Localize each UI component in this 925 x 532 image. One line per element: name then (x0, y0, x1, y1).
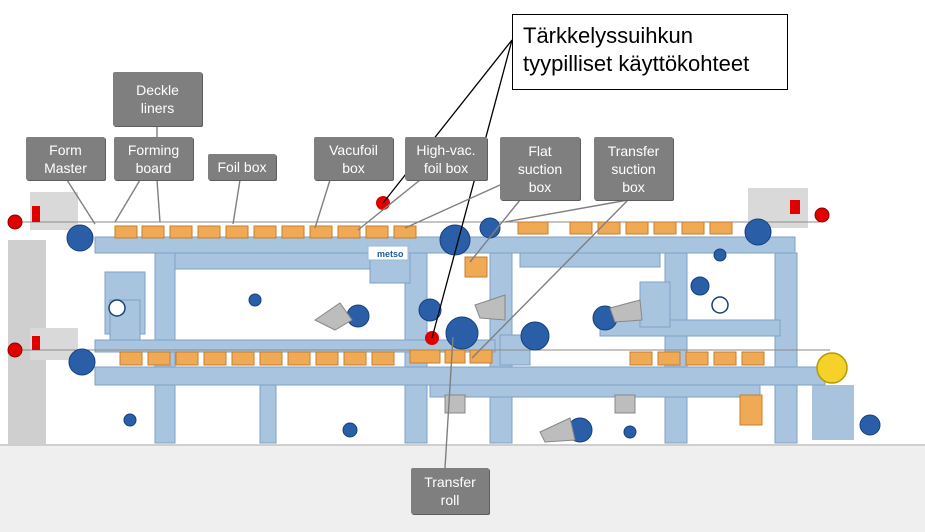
rolls (66, 217, 881, 443)
spray-usage-label: Tärkkelyssuihkun tyypilliset käyttökohte… (512, 14, 788, 90)
callout-flat-suction-box-line-2: suction (517, 160, 563, 177)
callout-vacufoil-box-line-1: Vacufoil (329, 141, 378, 158)
callout-deckle-liners-line-1: Deckle (136, 82, 179, 98)
red-headbox-parts (32, 200, 800, 350)
callout-forming-board: Forming board (114, 137, 193, 180)
end-rolls (7, 207, 830, 358)
guide-rolls (108, 296, 729, 317)
callout-form-master-line-1: Form (49, 141, 82, 158)
callout-transfer-suction-box-line-3: box (622, 178, 645, 195)
callout-foil-box: Foil box (208, 154, 276, 180)
callout-transfer-suction-box: Transfer suction box (594, 137, 673, 200)
metso-panel (367, 245, 409, 261)
callout-high-vac-foil-box: High-vac. foil box (405, 137, 487, 180)
spray-usage-label-line-2: tyypilliset käyttökohteet (523, 51, 750, 76)
callout-forming-board-line-1: Forming (127, 141, 180, 158)
callout-high-vac-foil-box-line-2: foil box (423, 159, 469, 176)
callout-deckle-liners: Deckle liners (113, 72, 202, 126)
right-end-unit (812, 385, 854, 440)
upper-foil-boxes (114, 221, 733, 278)
spray-usage-label-line-1: Tärkkelyssuihkun (523, 23, 693, 48)
middle-frame (104, 271, 781, 341)
callout-transfer-roll-line-1: Transfer (424, 474, 476, 490)
metso-logo: metso (377, 249, 404, 259)
callout-vacufoil-box: Vacufoil box (314, 137, 393, 180)
callout-vacufoil-box-line-2: box (342, 159, 365, 176)
lower-foil-boxes (119, 349, 765, 426)
callout-high-vac-foil-box-line-1: High-vac. (416, 141, 476, 158)
lower-frame (94, 334, 826, 444)
callout-transfer-suction-box-line-1: Transfer (607, 142, 660, 159)
callout-form-master-line-2: Master (44, 159, 87, 176)
callout-transfer-roll: Transfer roll (411, 468, 489, 514)
callout-transfer-roll-line-2: roll (440, 492, 460, 508)
callout-deckle-liners-line-2: liners (140, 100, 175, 116)
callout-flat-suction-box-line-3: box (528, 178, 552, 195)
suction-devices (314, 294, 643, 443)
main-label-leaders (382, 39, 513, 339)
callout-flat-suction-box-line-1: Flat (528, 142, 552, 159)
callout-flat-suction-box: Flat suction box (500, 137, 580, 200)
callout-forming-board-line-2: board (135, 159, 172, 176)
callout-foil-box-line-1: Foil box (217, 159, 267, 175)
yellow-roll (816, 352, 848, 384)
callout-form-master: Form Master (26, 137, 105, 180)
callout-transfer-suction-box-line-2: suction (611, 160, 656, 177)
callout-leaders (66, 126, 629, 469)
